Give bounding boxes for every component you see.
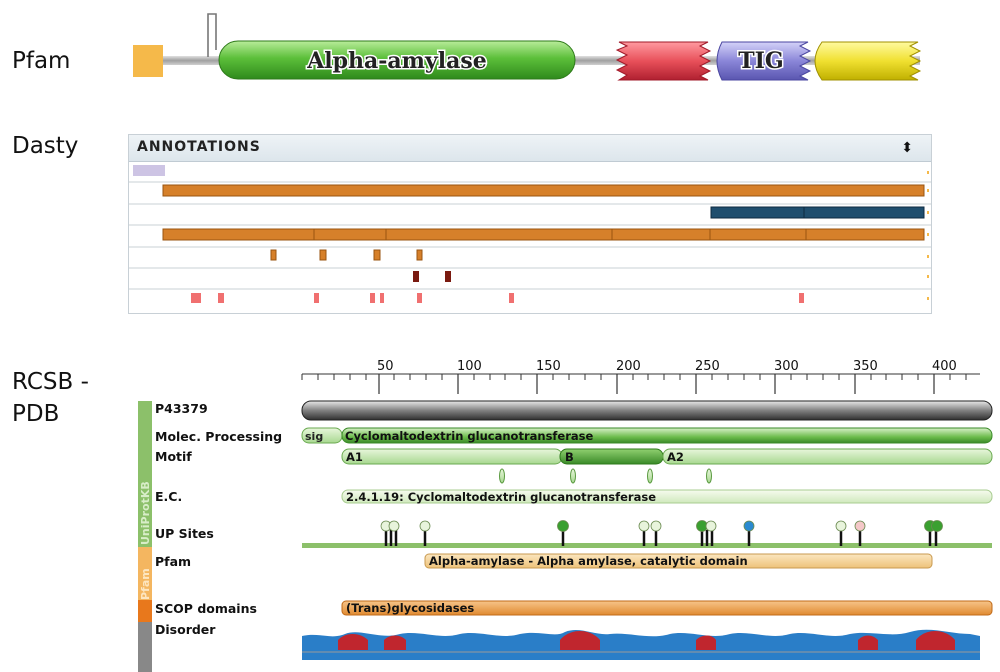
track-label-molec-processing: Molec. Processing — [155, 429, 282, 444]
ruler-tick-200: 200 — [616, 359, 641, 374]
dasty-region-feature[interactable] — [162, 228, 925, 241]
ec-feature[interactable] — [341, 489, 993, 504]
dasty-variant-features[interactable] — [191, 293, 804, 303]
uniprotkb-category-bar — [138, 401, 152, 547]
chain-feature[interactable] — [341, 427, 993, 444]
ruler-tick-150: 150 — [536, 359, 561, 374]
ruler-tick-300: 300 — [774, 359, 799, 374]
dasty-right-edge-markers — [927, 171, 929, 300]
rcsb-section-label-line1: RCSB - — [12, 369, 89, 395]
dasty-feature-tracks — [129, 165, 931, 303]
pfam-signal-peptide — [133, 45, 163, 77]
pfam-alpha-amylase-feature[interactable] — [424, 553, 933, 569]
ruler-tick-400: 400 — [932, 359, 957, 374]
sequence-bar[interactable] — [301, 400, 993, 421]
uniprotkb-category-label: UniProtKB — [139, 481, 152, 545]
signal-peptide-label: sig — [305, 430, 323, 443]
scop-domain-feature[interactable] — [341, 600, 993, 616]
pfam-red-domain[interactable] — [615, 41, 712, 81]
track-label-disorder: Disorder — [155, 622, 216, 637]
dasty-domain-feature[interactable] — [710, 206, 925, 219]
track-label-ec: E.C. — [155, 489, 182, 504]
ruler-minor-ticks — [301, 374, 967, 380]
ruler-tick-100: 100 — [457, 359, 482, 374]
dasty-site-features[interactable] — [270, 249, 423, 261]
dasty-title: ANNOTATIONS — [137, 139, 261, 155]
dasty-region-dividers — [313, 229, 807, 240]
pfam-category-label: Pfam — [139, 568, 152, 600]
ruler-tick-250: 250 — [695, 359, 720, 374]
pfam-category-bar — [138, 547, 152, 600]
scop-category-bar — [138, 600, 152, 622]
dasty-active-site-features[interactable] — [413, 271, 451, 282]
dasty-signal-feature[interactable] — [133, 165, 165, 176]
disorder-category-bar — [138, 622, 152, 672]
ruler-tick-350: 350 — [853, 359, 878, 374]
ruler-tick-50: 50 — [377, 359, 394, 374]
track-label-motif: Motif — [155, 449, 192, 464]
track-label-accession: P43379 — [155, 401, 208, 416]
up-site-lollipops[interactable] — [380, 520, 943, 547]
motif-a1-feature[interactable] — [341, 448, 563, 465]
motif-a2-feature[interactable] — [662, 448, 993, 465]
motif-b-label: B — [565, 450, 574, 464]
pfam-section-label: Pfam — [12, 48, 71, 74]
chain-label: Cyclomaltodextrin glucanotransferase — [345, 429, 593, 443]
pfam-lollipop-marker — [207, 13, 217, 57]
dasty-header: ANNOTATIONS ⬍ — [129, 135, 931, 162]
track-label-scop: SCOP domains — [155, 601, 257, 616]
ec-label: 2.4.1.19: Cyclomaltodextrin glucanotrans… — [346, 490, 656, 504]
ruler-tick-labels: 50 100 150 200 250 300 350 400 — [377, 359, 957, 374]
pfam-alpha-amylase-label: Alpha-amylase — [306, 48, 487, 74]
expand-collapse-icon[interactable]: ⬍ — [901, 139, 913, 155]
pfam-tig-domain[interactable] — [716, 41, 812, 81]
dasty-annotations-panel: ANNOTATIONS ⬍ — [128, 134, 932, 314]
pfam-yellow-domain[interactable] — [814, 41, 922, 81]
track-label-pfam: Pfam — [155, 554, 191, 569]
rcsb-section-label-line2: PDB — [12, 401, 60, 427]
disorder-regions — [338, 631, 955, 650]
motif-point-features[interactable] — [499, 468, 712, 484]
motif-a1-label: A1 — [346, 450, 363, 464]
dasty-section-label: Dasty — [12, 133, 79, 159]
pfam-domain-graphic: Alpha-amylase Alpha-amylase TIG TIG — [133, 13, 922, 81]
pfam-alpha-amylase-label-halo: Alpha-amylase — [306, 48, 487, 74]
pfam-feature-label: Alpha-amylase - Alpha amylase, catalytic… — [429, 554, 748, 568]
pfam-alpha-amylase-domain[interactable] — [218, 40, 576, 80]
scop-feature-label: (Trans)glycosidases — [346, 601, 474, 615]
dasty-row-separators — [129, 181, 931, 290]
motif-a2-label: A2 — [667, 450, 684, 464]
track-label-up-sites: UP Sites — [155, 526, 214, 541]
pfam-tig-label: TIG — [738, 48, 783, 74]
ruler-major-ticks — [378, 374, 935, 394]
motif-b-feature[interactable] — [559, 448, 664, 465]
dasty-chain-feature[interactable] — [162, 184, 925, 197]
pfam-tig-label-halo: TIG — [738, 48, 783, 74]
up-sites-baseline — [302, 543, 992, 548]
